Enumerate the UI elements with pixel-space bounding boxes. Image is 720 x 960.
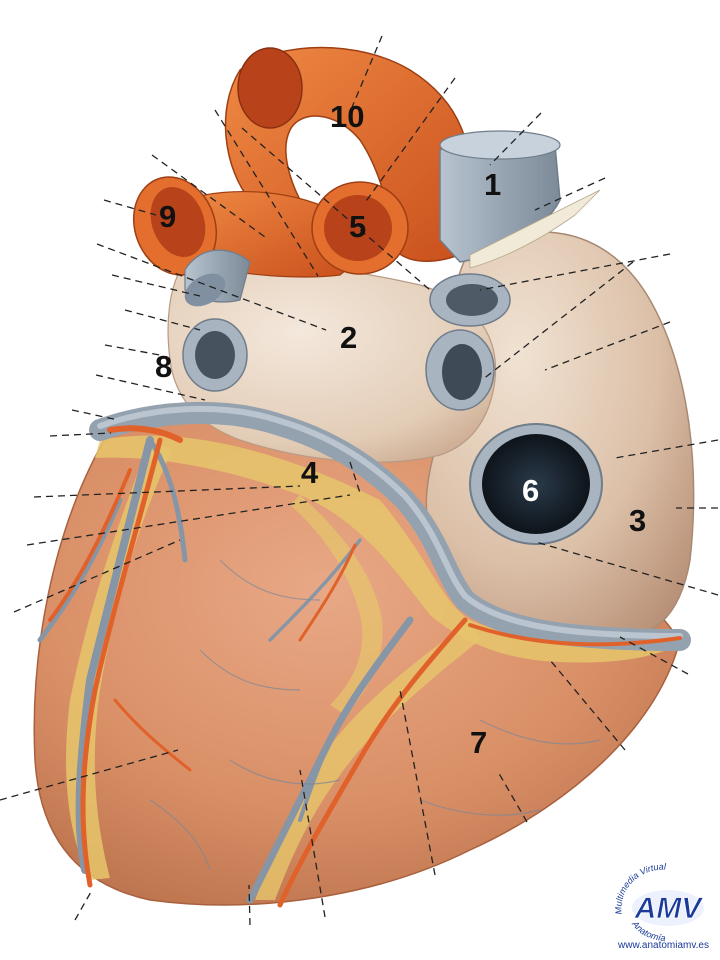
label-10: 10 (330, 99, 365, 134)
fat-mid (290, 495, 383, 715)
label-3: 3 (629, 503, 647, 538)
leader-lines (0, 35, 719, 926)
website-url[interactable]: www.anatomiamv.es (618, 940, 709, 951)
fat-right-branch (255, 620, 480, 900)
label-1: 1 (484, 167, 502, 202)
left-pulmonary-vein-lower-lumen (195, 331, 235, 379)
left-pulmonary-vein-upper-lumen (184, 273, 226, 307)
surface-vessels (149, 559, 601, 871)
inferior-vena-cava-lumen (482, 434, 590, 534)
right-pulmonary-artery-lumen (324, 195, 392, 261)
coronary-arteries (48, 425, 682, 908)
fat-coronary-groove (95, 435, 680, 663)
aortic-arch-lumen (237, 47, 303, 129)
label-5: 5 (349, 209, 367, 244)
right-pulmonary-vein-upper-lumen (446, 284, 498, 316)
fat-posterior-groove (66, 440, 172, 880)
logo-amv-text: AMV (634, 892, 705, 925)
right-pulmonary-vein-lower-lumen (442, 344, 482, 400)
label-7: 7 (470, 725, 488, 760)
label-9: 9 (159, 199, 177, 234)
label-2: 2 (340, 320, 358, 355)
label-4: 4 (301, 455, 319, 490)
superior-vena-cava-top (439, 130, 561, 160)
label-8: 8 (155, 349, 173, 384)
pericardium-flap (469, 189, 601, 269)
left-pulmonary-artery-lumen (150, 187, 206, 257)
amv-logo: Multimedia Virtual Anatomía AMV (613, 862, 705, 943)
coronary-sinus-highlight (97, 405, 683, 639)
label-6: 6 (522, 473, 540, 508)
